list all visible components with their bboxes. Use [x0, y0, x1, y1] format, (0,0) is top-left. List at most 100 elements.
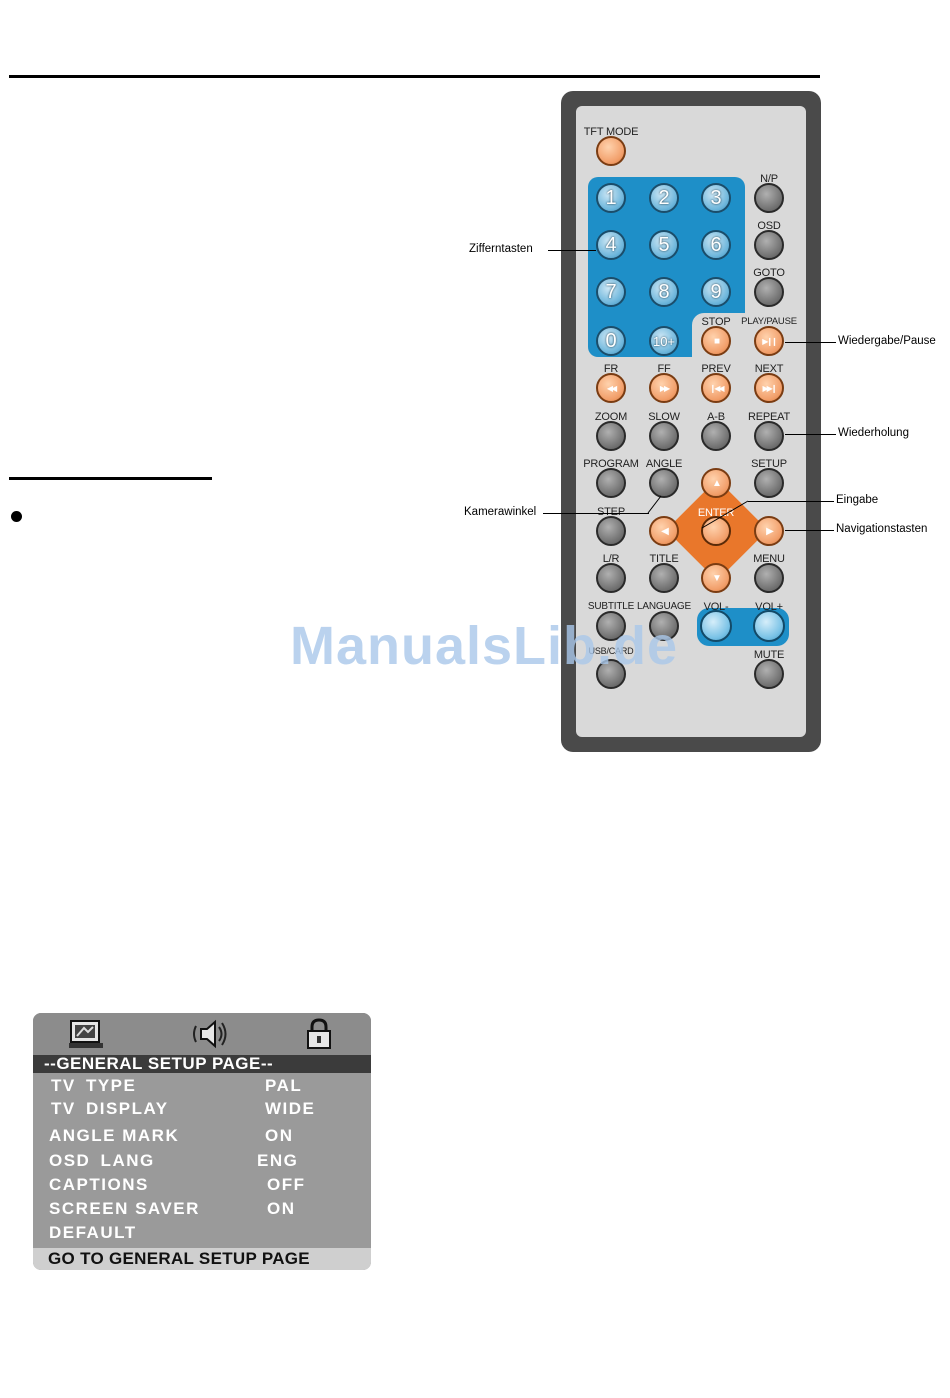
stop-button[interactable]: ■: [701, 326, 731, 356]
next-button[interactable]: ▶▶❙: [754, 373, 784, 403]
fr-button[interactable]: ◀◀: [596, 373, 626, 403]
num-7-button[interactable]: 7: [596, 277, 626, 307]
play-pause-button[interactable]: ▶❙❙: [754, 326, 784, 356]
menu-button[interactable]: [754, 563, 784, 593]
a-b-label: A-B: [707, 411, 725, 423]
osd-setup-menu: --GENERAL SETUP PAGE-- TV TYPE PAL TV DI…: [33, 1013, 371, 1270]
title-button[interactable]: [649, 563, 679, 593]
osd-row-label[interactable]: DEFAULT: [49, 1223, 137, 1242]
goto-button[interactable]: [754, 277, 784, 307]
enter-label: ENTER: [697, 507, 735, 519]
watermark: ManualsLib.de: [290, 616, 679, 676]
n-p-label: N/P: [760, 173, 778, 185]
osd-row-label[interactable]: CAPTIONS: [49, 1175, 149, 1194]
menu-label: MENU: [753, 553, 785, 565]
num-0-glyph: 0: [605, 329, 617, 352]
num-9-button[interactable]: 9: [701, 277, 731, 307]
subtitle-label: SUBTITLE: [587, 601, 635, 612]
language-button[interactable]: [649, 611, 679, 641]
l-r-label: L/R: [602, 553, 620, 565]
step-button[interactable]: [596, 516, 626, 546]
num-10plus-button[interactable]: 10+: [649, 326, 679, 356]
slow-button[interactable]: [649, 421, 679, 451]
play-pause-label: PLAY/PAUSE: [741, 316, 797, 327]
a-b-button[interactable]: [701, 421, 731, 451]
annotation-line: [548, 250, 596, 251]
fr-label: FR: [603, 363, 619, 375]
slow-label: SLOW: [648, 411, 680, 423]
down-button[interactable]: ▼: [701, 563, 731, 593]
usb-card-button[interactable]: [596, 659, 626, 689]
num-0-button[interactable]: 0: [596, 326, 626, 356]
angle-button[interactable]: [649, 468, 679, 498]
annotation-line-diagonal: [701, 500, 749, 529]
vol-minus-button[interactable]: [700, 610, 732, 642]
num-8-glyph: 8: [658, 280, 670, 303]
prev-button[interactable]: ❙◀◀: [701, 373, 731, 403]
program-label: PROGRAM: [583, 458, 639, 470]
annotation-wiederholung: Wiederholung: [838, 427, 909, 439]
next-label: NEXT: [754, 363, 784, 375]
num-2-glyph: 2: [658, 186, 670, 209]
vol-minus-label: VOL-: [703, 601, 729, 613]
next-glyph: ▶▶❙: [762, 383, 777, 393]
angle-label: ANGLE: [645, 458, 683, 470]
tv-setup-icon: [69, 1020, 103, 1048]
stop-label: STOP: [701, 316, 731, 328]
fr-glyph: ◀◀: [606, 383, 617, 393]
num-3-button[interactable]: 3: [701, 183, 731, 213]
program-button[interactable]: [596, 468, 626, 498]
left-glyph: ◀: [661, 525, 669, 537]
osd-row-label[interactable]: OSD LANG: [49, 1151, 155, 1170]
tft-mode-button[interactable]: [596, 136, 626, 166]
osd-row-label[interactable]: TV TYPE: [51, 1076, 137, 1095]
up-button[interactable]: ▲: [701, 468, 731, 498]
vol-plus-label: VOL+: [755, 601, 783, 613]
repeat-label: REPEAT: [748, 411, 790, 423]
usb-card-label: USB/CARD: [588, 646, 634, 656]
vol-plus-button[interactable]: [753, 610, 785, 642]
tft-mode-label: TFT MODE: [583, 126, 639, 138]
subtitle-button[interactable]: [596, 611, 626, 641]
prev-label: PREV: [701, 363, 731, 375]
num-8-button[interactable]: 8: [649, 277, 679, 307]
num-4-button[interactable]: 4: [596, 230, 626, 260]
bullet-point: [11, 511, 22, 522]
left-button[interactable]: ◀: [649, 516, 679, 546]
mute-button[interactable]: [754, 659, 784, 689]
osd-header: --GENERAL SETUP PAGE--: [33, 1055, 371, 1073]
setup-label: SETUP: [751, 458, 787, 470]
repeat-button[interactable]: [754, 421, 784, 451]
right-button[interactable]: ▶: [754, 516, 784, 546]
title-label: TITLE: [649, 553, 679, 565]
osd-button[interactable]: [754, 230, 784, 260]
n-p-button[interactable]: [754, 183, 784, 213]
num-9-glyph: 9: [710, 280, 722, 303]
num-1-button[interactable]: 1: [596, 183, 626, 213]
annotation-line: [785, 342, 836, 343]
osd-row-label[interactable]: SCREEN SAVER: [49, 1199, 200, 1218]
annotation-line: [543, 513, 649, 514]
osd-row-label[interactable]: TV DISPLAY: [51, 1099, 169, 1118]
num-6-button[interactable]: 6: [701, 230, 731, 260]
annotation-line-diagonal: [647, 495, 662, 514]
goto-label: GOTO: [753, 267, 785, 279]
l-r-button[interactable]: [596, 563, 626, 593]
osd-row-value: ON: [267, 1199, 296, 1218]
setup-button[interactable]: [754, 468, 784, 498]
num-4-glyph: 4: [605, 233, 617, 256]
osd-row-label[interactable]: ANGLE MARK: [49, 1126, 180, 1145]
annotation-line: [785, 434, 836, 435]
stop-glyph: ■: [713, 335, 720, 347]
num-2-button[interactable]: 2: [649, 183, 679, 213]
num-5-button[interactable]: 5: [649, 230, 679, 260]
section-rule: [9, 477, 212, 480]
osd-row-value: WIDE: [265, 1099, 316, 1118]
enter-button[interactable]: [701, 516, 731, 546]
down-glyph: ▼: [712, 572, 722, 584]
ff-button[interactable]: ▶▶: [649, 373, 679, 403]
osd-row-value: ENG: [257, 1151, 299, 1170]
top-rule: [9, 75, 820, 78]
zoom-button[interactable]: [596, 421, 626, 451]
annotation-zifferntasten: Zifferntasten: [469, 243, 533, 255]
